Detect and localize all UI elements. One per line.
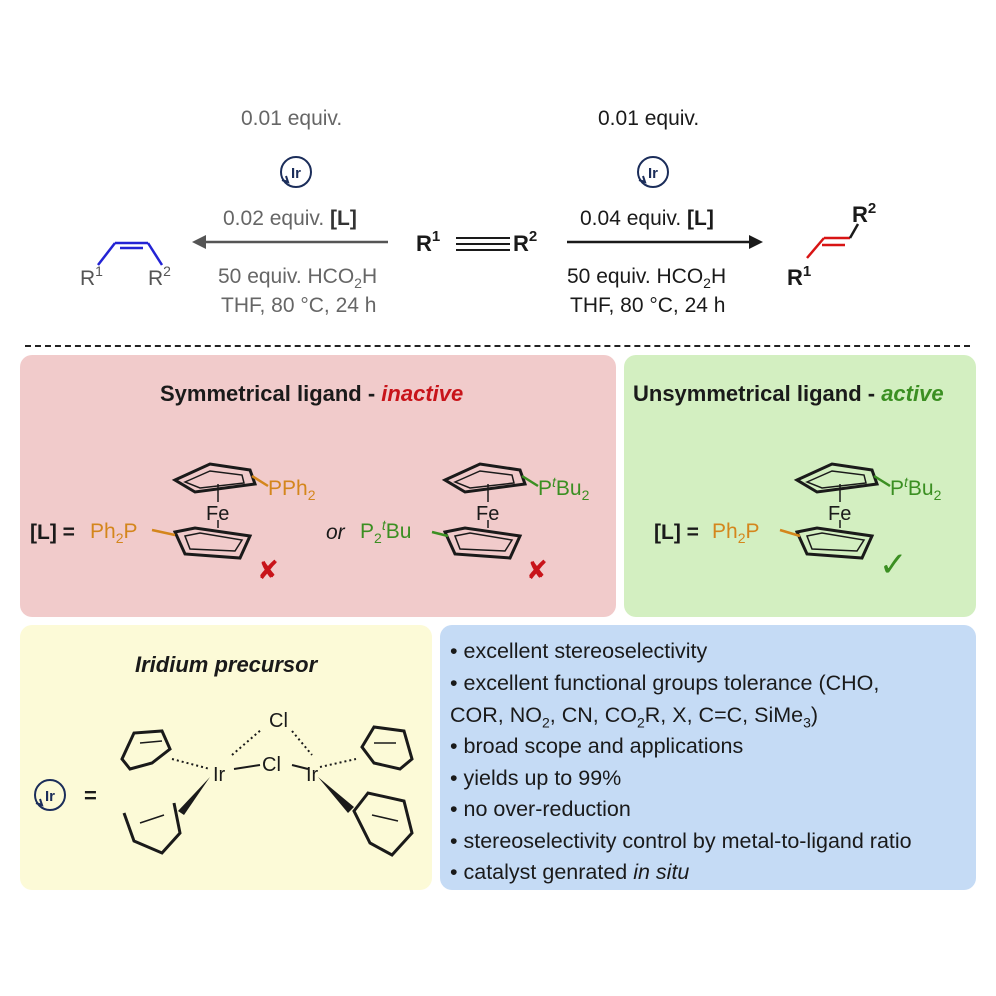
features-panel: • excellent stereoselectivity • excellen…: [440, 625, 976, 890]
right-acid-conditions: 50 equiv. HCO2H: [567, 265, 727, 292]
svg-text:Ir: Ir: [45, 788, 55, 805]
svg-text:R1: R1: [787, 263, 811, 290]
or-text: or: [326, 521, 345, 544]
feature-item: • no over-reduction: [450, 797, 631, 821]
feature-item-continued: COR, NO2, CN, CO2R, X, C=C, SiMe3): [450, 703, 819, 731]
svg-text:R1: R1: [80, 263, 103, 290]
feature-item: • catalyst genrated in situ: [450, 860, 690, 884]
left-reaction-arrow: [192, 235, 388, 249]
dtbpf-ferrocene: PtBu2 Fe P2tBu: [360, 462, 590, 560]
precursor-equals: =: [84, 783, 97, 808]
ir-cod-chloride-dimer: Cl Cl Ir Ir: [120, 710, 414, 857]
feature-item: • excellent functional groups tolerance …: [450, 671, 880, 695]
active-check-mark: ✓: [879, 546, 908, 584]
feature-item: • excellent stereoselectivity: [450, 639, 708, 663]
left-catalyst-equiv: 0.01 equiv.: [241, 107, 343, 130]
dppf-ferrocene: PPh2 Fe Ph2P: [90, 462, 316, 560]
svg-text:Ph2P: Ph2P: [90, 520, 138, 546]
svg-text:Ph2P: Ph2P: [712, 520, 760, 546]
left-acid-conditions: 50 equiv. HCO2H: [218, 265, 378, 292]
svg-text:R2: R2: [148, 263, 171, 290]
dashed-separator: [25, 345, 970, 347]
right-ligand-equiv: 0.04 equiv. [L]: [580, 207, 714, 230]
svg-text:Ir: Ir: [213, 764, 226, 786]
left-ir-catalyst-icon: Ir: [280, 156, 312, 188]
svg-text:PPh2: PPh2: [268, 477, 316, 503]
svg-text:Fe: Fe: [476, 503, 499, 525]
svg-text:Ir: Ir: [306, 764, 319, 786]
right-ir-catalyst-icon: Ir: [637, 156, 669, 188]
precursor-ir-icon: Ir: [34, 779, 66, 811]
ligand-equals-label: [L] =: [30, 521, 75, 544]
svg-text:Fe: Fe: [828, 503, 851, 525]
right-reaction-arrow: [567, 235, 763, 249]
feature-item: • yields up to 99%: [450, 766, 622, 790]
svg-text:PtBu2: PtBu2: [890, 474, 942, 503]
z-alkene-product: R1 R2: [80, 241, 171, 290]
symmetrical-title: Symmetrical ligand - inactive: [160, 381, 464, 406]
svg-text:Cl: Cl: [269, 710, 288, 732]
unsym-ferrocene: PtBu2 Fe Ph2P: [712, 462, 942, 560]
feature-item: • stereoselectivity control by metal-to-…: [450, 829, 912, 853]
iridium-precursor-panel: Iridium precursor Ir =: [20, 625, 432, 890]
svg-text:Cl: Cl: [262, 754, 281, 776]
dtbpf-inactive-mark: ✘: [526, 555, 548, 585]
svg-text:P2tBu: P2tBu: [360, 517, 411, 546]
unsymmetrical-title: Unsymmetrical ligand - active: [633, 381, 944, 406]
dppf-inactive-mark: ✘: [257, 555, 279, 585]
svg-text:R2: R2: [852, 200, 876, 227]
svg-text:Ir: Ir: [648, 165, 658, 182]
svg-text:R1: R1: [416, 228, 440, 256]
svg-text:Ir: Ir: [291, 165, 301, 182]
svg-text:Fe: Fe: [206, 503, 229, 525]
e-alkene-product: R2 R1: [787, 200, 876, 290]
precursor-title: Iridium precursor: [135, 652, 318, 677]
unsymmetrical-ligand-panel: Unsymmetrical ligand - active [L] = PtBu…: [624, 355, 976, 617]
svg-text:R2: R2: [513, 228, 537, 256]
unsym-ligand-equals-label: [L] =: [654, 521, 699, 544]
right-catalyst-equiv: 0.01 equiv.: [598, 107, 700, 130]
svg-text:PtBu2: PtBu2: [538, 474, 590, 503]
right-solvent-conditions: THF, 80 °C, 24 h: [570, 294, 726, 317]
symmetrical-ligand-panel: Symmetrical ligand - inactive [L] = PPh2…: [20, 355, 616, 617]
left-ligand-equiv: 0.02 equiv. [L]: [223, 207, 357, 230]
feature-item: • broad scope and applications: [450, 734, 744, 758]
left-solvent-conditions: THF, 80 °C, 24 h: [221, 294, 377, 317]
alkyne-substrate: R1 R2: [416, 228, 537, 256]
